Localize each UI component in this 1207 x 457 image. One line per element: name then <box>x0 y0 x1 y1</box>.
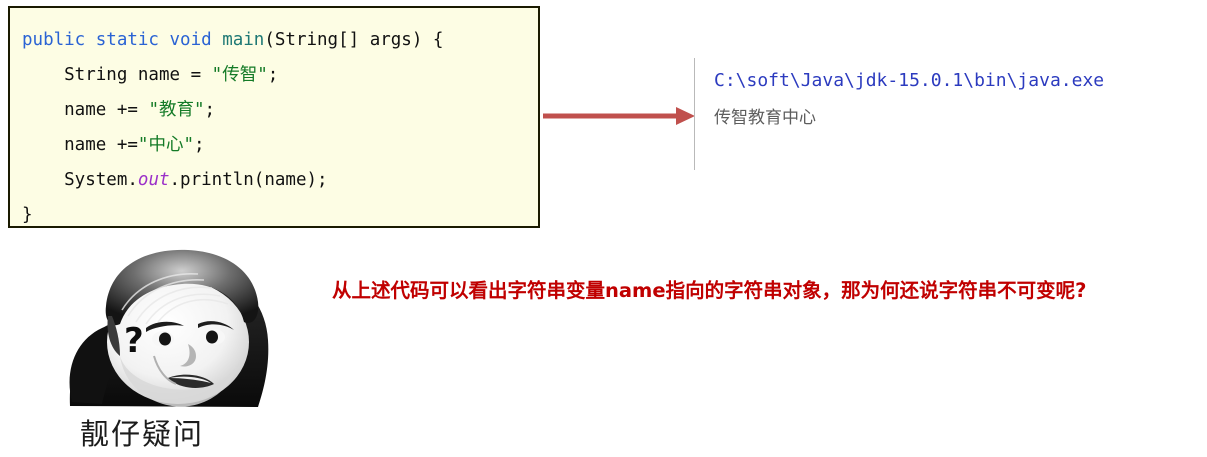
code-token: String name = <box>22 65 212 85</box>
code-token: "教育" <box>148 100 205 120</box>
code-line-declare-name: String name = "传智"; <box>10 65 538 85</box>
code-token: out <box>137 170 170 190</box>
code-token: .println(name); <box>169 170 328 190</box>
code-token: name += <box>22 135 138 155</box>
code-token: (String[] args) { <box>264 30 444 50</box>
code-line-append-jiaoyu: name += "教育"; <box>10 100 538 120</box>
code-block: public static void main(String[] args) {… <box>8 6 540 228</box>
code-line-println: System.out.println(name); <box>10 170 538 190</box>
confused-man-meme: ? 靓仔疑问 <box>62 244 290 457</box>
flow-arrow <box>543 104 695 128</box>
console-java-path: C:\soft\Java\jdk-15.0.1\bin\java.exe <box>714 70 1105 91</box>
code-token: name += <box>22 100 149 120</box>
code-token: "传智" <box>211 65 268 85</box>
code-token: public static void <box>22 30 223 50</box>
code-token: "中心" <box>137 135 194 155</box>
console-left-rule <box>694 58 695 170</box>
red-annotation-note: 从上述代码可以看出字符串变量name指向的字符串对象，那为何还说字符串不可变呢? <box>332 279 1087 302</box>
code-line-close-brace: } <box>10 205 538 225</box>
flow-arrow-icon <box>543 107 695 125</box>
code-token: ; <box>267 65 279 85</box>
confused-man-face-icon: ? <box>69 249 269 407</box>
console-output-panel: C:\soft\Java\jdk-15.0.1\bin\java.exe 传智教… <box>694 58 1194 170</box>
code-token: ; <box>204 100 216 120</box>
code-line-signature: public static void main(String[] args) { <box>10 30 538 50</box>
meme-caption: 靓仔疑问 <box>80 417 205 451</box>
code-line-append-zhongxin: name +="中心"; <box>10 135 538 155</box>
code-token: System. <box>22 170 138 190</box>
code-token: } <box>22 205 33 225</box>
console-program-output: 传智教育中心 <box>714 108 816 128</box>
question-mark-glyph: ? <box>124 321 144 361</box>
code-token: main <box>222 30 265 50</box>
code-token: ; <box>193 135 205 155</box>
